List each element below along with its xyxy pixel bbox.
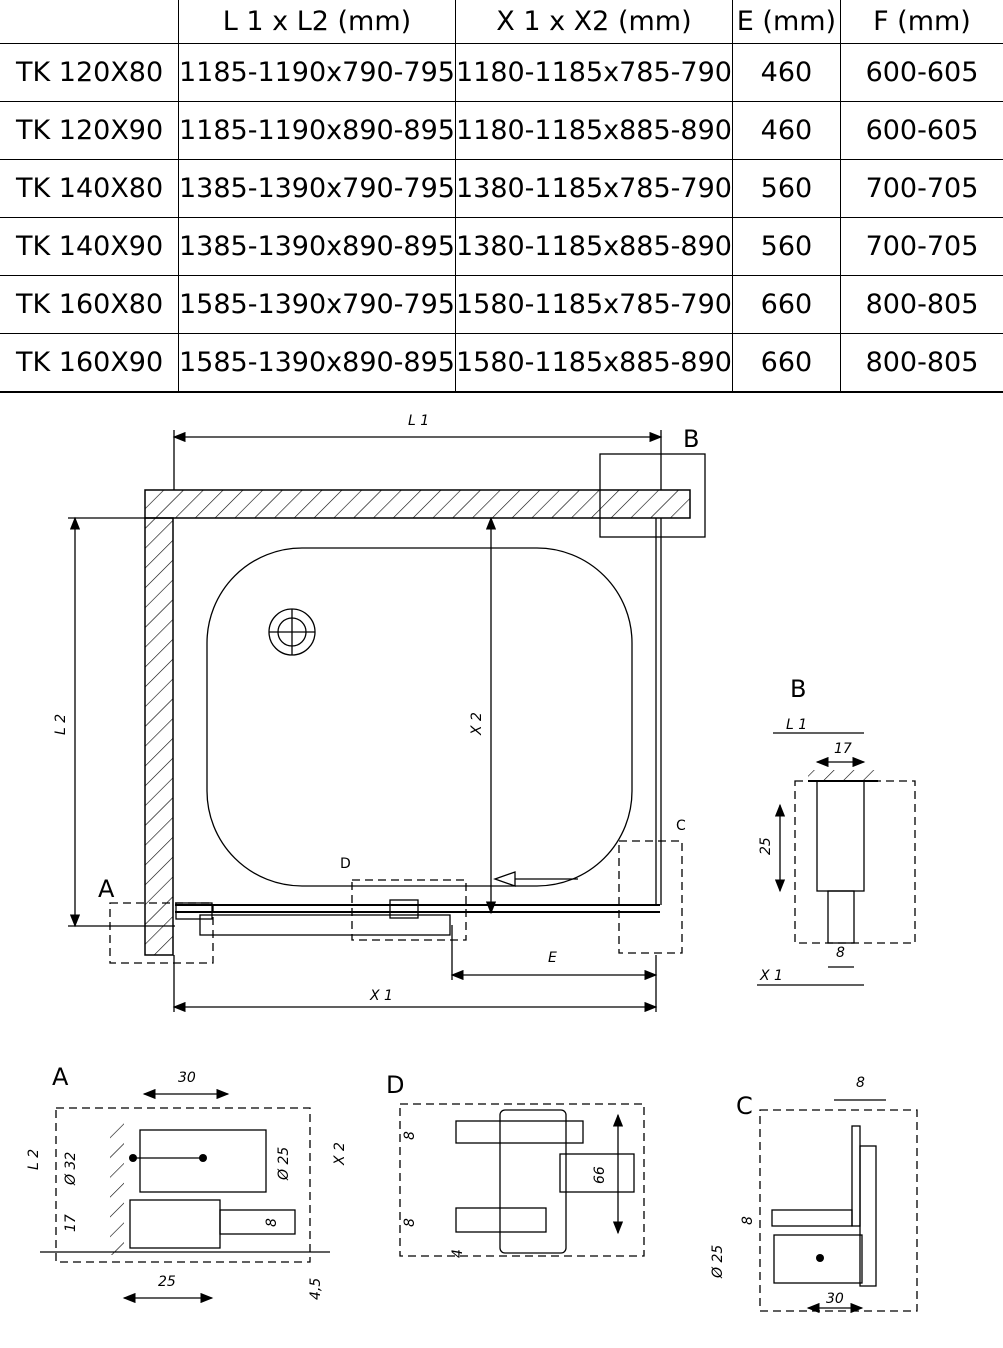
detail-c-8top: 8 [856,1075,865,1091]
table-cell: 1585-1390x790-795 [178,275,456,334]
detail-a-x2: X 2 [332,1142,348,1166]
table-cell: 560 [731,217,841,276]
dim-e: E [548,950,557,966]
detail-a-45: 4,5 [308,1278,324,1300]
dimensions-table: L 1 x L2 (mm) X 1 x X2 (mm) E (mm) F (mm… [0,0,1003,393]
table-cell: 600-605 [839,101,1003,160]
table-cell: TK 140X90 [0,217,179,276]
table-cell: 460 [731,101,841,160]
header-l1xl2: L 1 x L2 (mm) [178,0,456,44]
detail-a: A 30 L 2 Ø 32 Ø 25 X 2 17 8 25 4,5 [26,1063,348,1304]
header-x1xx2: X 1 x X2 (mm) [454,0,733,44]
table-cell: 660 [731,275,841,334]
detail-a-marker [109,902,214,964]
detail-d-4: 4 [450,1249,466,1258]
detail-d-title: D [386,1071,404,1099]
detail-c-title: C [736,1092,753,1120]
plan-view: L 1 B L 2 X 2 A D C E X 1 [53,413,706,1013]
table-cell: 1185-1190x790-795 [178,43,456,102]
label-a: A [98,875,115,903]
table-cell: TK 160X90 [0,333,179,393]
detail-b-l1: L 1 [786,717,807,733]
detail-a-25: 25 [158,1274,176,1290]
table-cell: 1385-1390x790-795 [178,159,456,218]
header-model [0,0,179,44]
dim-x2: X 2 [469,712,485,736]
table-cell: 660 [731,333,841,393]
table-cell: TK 120X80 [0,43,179,102]
detail-a-d25: Ø 25 [276,1147,292,1181]
table-cell: 1180-1185x785-790 [454,43,733,102]
table-cell: 1580-1185x785-790 [454,275,733,334]
dim-x1: X 1 [369,988,393,1004]
detail-c-marker [618,840,683,954]
table-cell: TK 120X90 [0,101,179,160]
wall-top [144,489,691,519]
detail-c-30: 30 [826,1291,844,1307]
label-b: B [683,425,699,453]
detail-a-l2: L 2 [26,1149,42,1170]
label-d: D [340,856,351,872]
table-cell: 1380-1185x785-790 [454,159,733,218]
detail-b-title: B [790,675,806,703]
dim-l2: L 2 [53,714,69,735]
table-cell: 600-605 [839,43,1003,102]
table-header-row: L 1 x L2 (mm) X 1 x X2 (mm) E (mm) F (mm… [0,0,1003,44]
detail-d-8b: 8 [402,1218,418,1227]
detail-d-66: 66 [592,1166,608,1184]
table-cell: 700-705 [839,217,1003,276]
table-cell: 700-705 [839,159,1003,218]
detail-d-8a: 8 [402,1131,418,1140]
table-cell: TK 160X80 [0,275,179,334]
detail-a-30: 30 [178,1070,196,1086]
detail-d-marker [351,879,467,941]
detail-a-d32: Ø 32 [63,1152,79,1186]
detail-b-17: 17 [834,741,852,757]
detail-c-d25: Ø 25 [710,1245,726,1279]
detail-d: D 8 8 66 4 [386,1071,645,1258]
detail-b-25: 25 [758,837,774,855]
detail-b: B L 1 17 25 8 X 1 [757,675,916,986]
wall-left [144,517,174,956]
detail-b-marker [599,453,706,538]
table-cell: 1180-1185x885-890 [454,101,733,160]
table-cell: 560 [731,159,841,218]
header-e: E (mm) [731,0,841,44]
table-cell: 1185-1190x890-895 [178,101,456,160]
detail-b-x1: X 1 [759,968,783,984]
table-cell: 1580-1185x885-890 [454,333,733,393]
detail-a-8: 8 [264,1218,280,1227]
dim-l1: L 1 [408,413,429,429]
table-cell: 1380-1185x885-890 [454,217,733,276]
table-cell: 800-805 [839,333,1003,393]
detail-c: C 8 8 Ø 25 30 [710,1075,918,1314]
detail-a-title: A [52,1063,69,1091]
table-cell: 460 [731,43,841,102]
header-f: F (mm) [839,0,1003,44]
table-cell: 800-805 [839,275,1003,334]
detail-c-8: 8 [740,1216,756,1225]
detail-a-17: 17 [63,1214,79,1232]
label-c: C [676,818,686,834]
table-cell: 1585-1390x890-895 [178,333,456,393]
detail-b-8: 8 [836,945,845,961]
table-cell: TK 140X80 [0,159,179,218]
shower-tray [206,547,633,887]
table-cell: 1385-1390x890-895 [178,217,456,276]
